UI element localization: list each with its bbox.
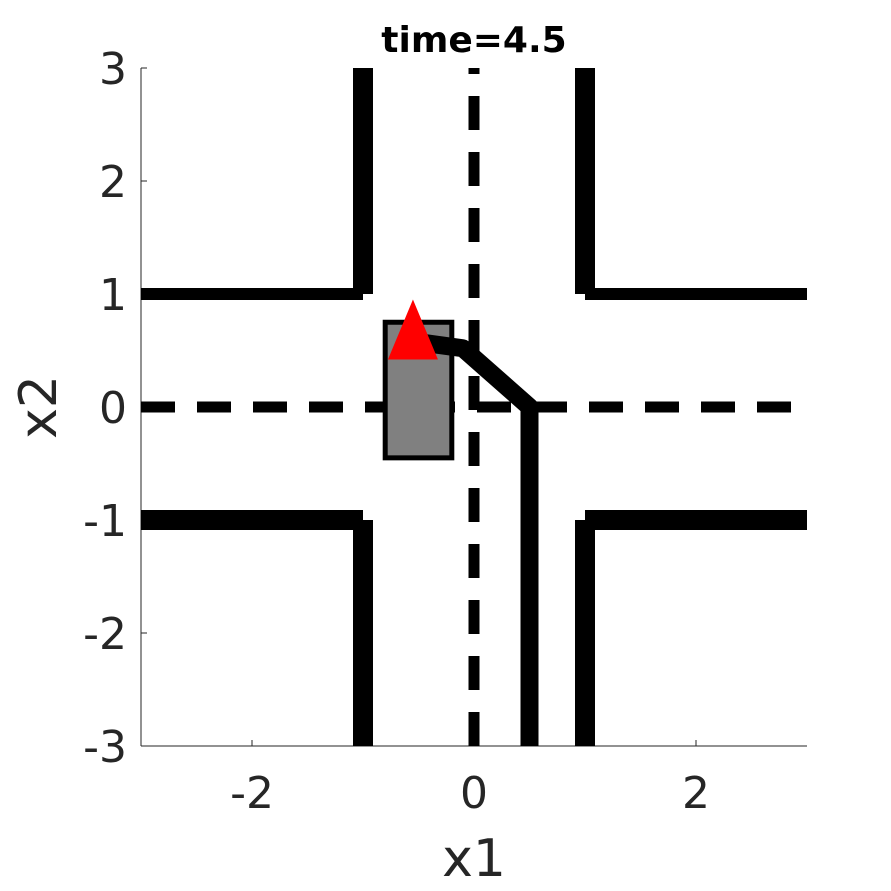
x-tick-label: -2 (230, 768, 274, 819)
axes: -2 0 2 3 2 1 0 -1 -2 -3 (83, 44, 807, 819)
y-tick-label: -1 (83, 496, 127, 547)
y-tick-label: -3 (83, 722, 127, 773)
y-tick-label: 0 (99, 383, 127, 434)
position-marker (387, 299, 438, 360)
plot-title: time=4.5 (381, 20, 566, 61)
x-tick-label: 2 (682, 768, 710, 819)
y-tick-label: -2 (83, 609, 127, 660)
y-tick-label: 1 (99, 270, 127, 321)
x-axis-title: x1 (442, 829, 506, 889)
plot-area (141, 68, 807, 746)
y-tick-label: 3 (99, 44, 127, 95)
trajectory-line (411, 332, 539, 746)
y-axis-title: x2 (9, 375, 69, 439)
x-tick-label: 0 (460, 768, 488, 819)
y-tick-label: 2 (99, 157, 127, 208)
